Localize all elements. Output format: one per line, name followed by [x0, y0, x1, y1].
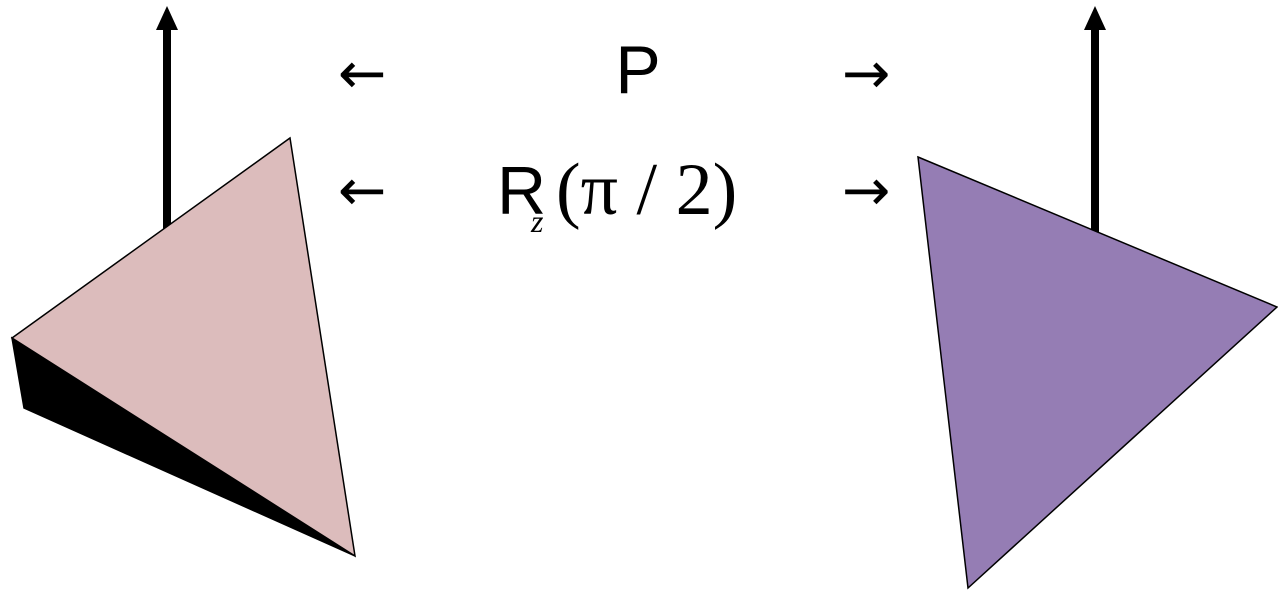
left-arrow-glyph-row2: ← [338, 156, 387, 224]
operator-p-label: P [615, 32, 660, 108]
left-triangle [10, 136, 356, 558]
rotation-operator-letter: R [497, 153, 546, 229]
left-arrow-head [156, 6, 178, 30]
right-up-arrow [1084, 6, 1106, 232]
right-triangle [917, 155, 1278, 590]
rotation-operator-argument: (π / 2) [556, 149, 737, 231]
right-arrow-head [1084, 6, 1106, 30]
right-arrow-glyph-row2: → [842, 156, 891, 224]
left-arrow-glyph-row1: ← [338, 39, 387, 107]
right-arrow-glyph-row1: → [842, 39, 891, 107]
left-up-arrow [156, 6, 178, 230]
rotation-operator-subscript: z [530, 203, 544, 239]
right-triangle-face [917, 155, 1278, 590]
left-triangle-front-face [10, 136, 356, 558]
